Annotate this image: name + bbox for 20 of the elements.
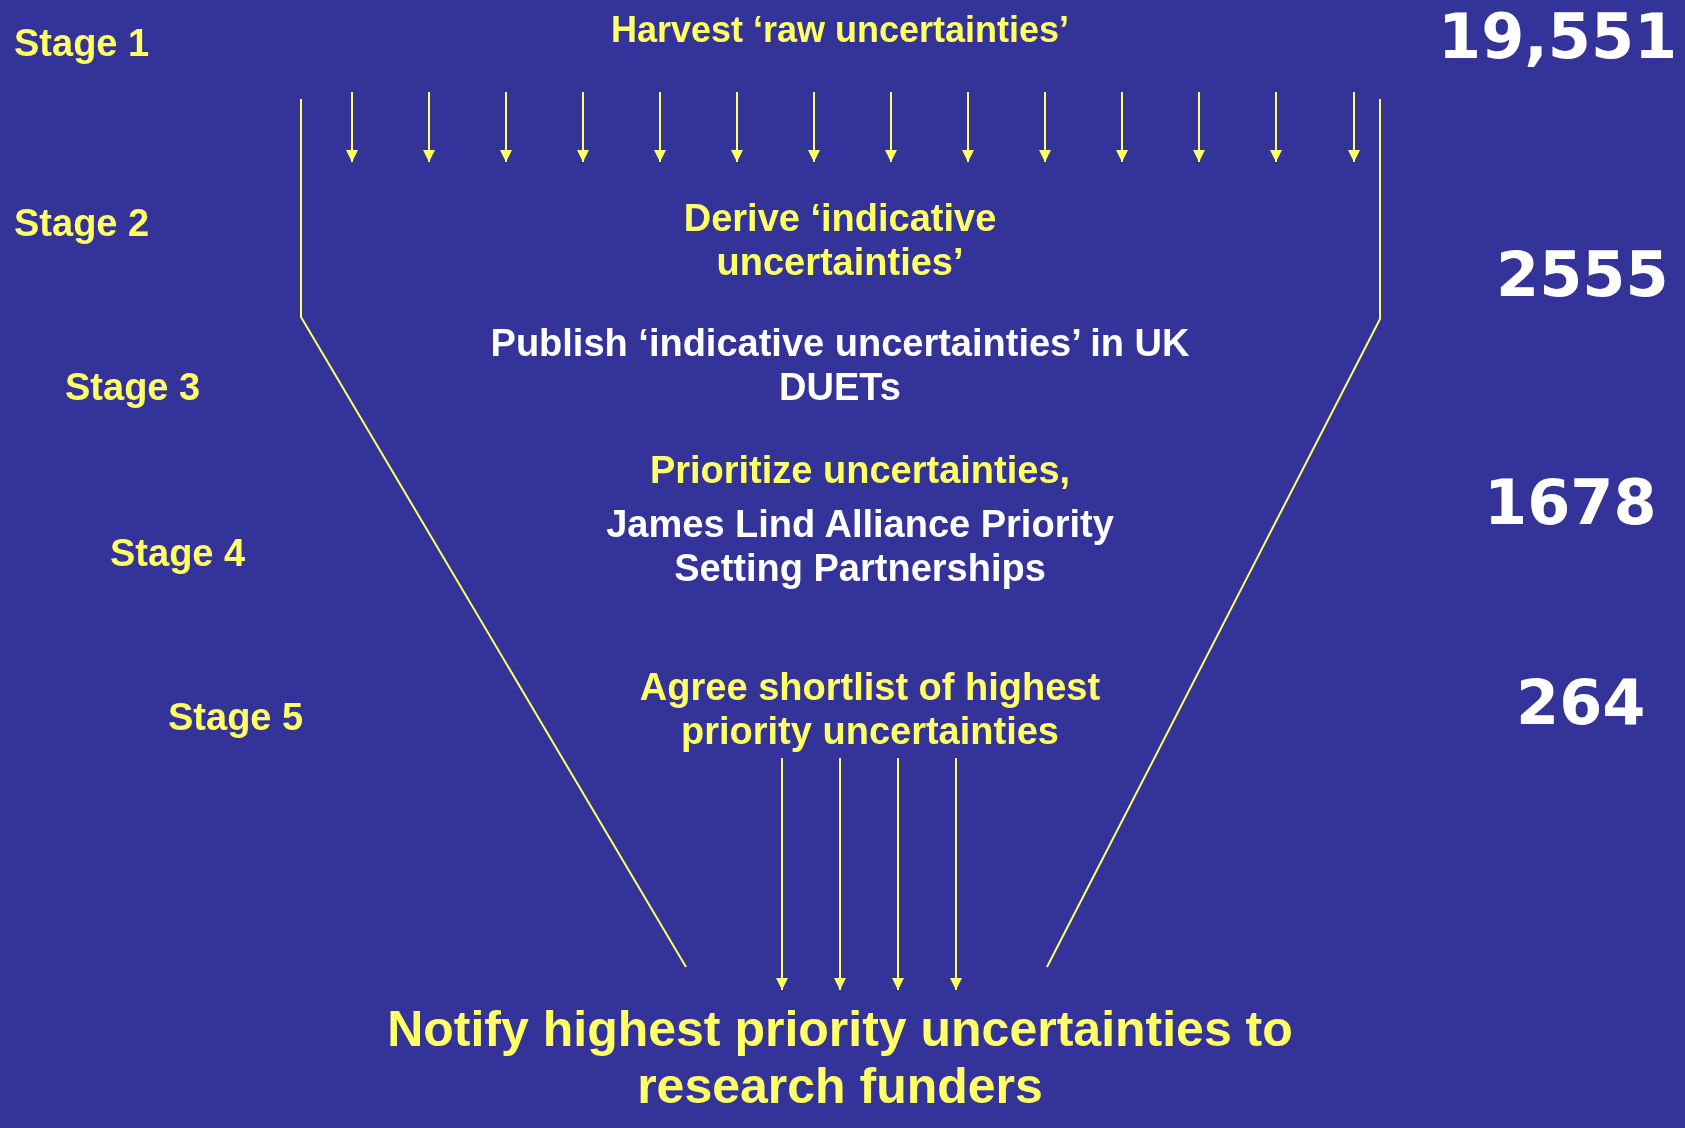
outcome-text: Notify highest priority uncertainties to research funders xyxy=(386,1000,1294,1116)
step-text: Derive ‘indicative uncertainties’ xyxy=(682,197,998,285)
arrow xyxy=(950,757,962,991)
partnership-text: James Lind Alliance Priority Setting Partnerships xyxy=(605,503,1115,591)
step-text: Agree shortlist of highest priority uncertainties xyxy=(638,666,1102,754)
count-number: 2555 xyxy=(1496,238,1669,311)
stage-label: Stage 1 xyxy=(14,22,150,65)
stage-label: Stage 2 xyxy=(14,202,150,245)
stage-label: Stage 4 xyxy=(110,532,246,575)
stage-label: Stage 3 xyxy=(65,366,201,409)
stage-label: Stage 5 xyxy=(168,696,304,739)
arrow xyxy=(892,757,904,991)
count-number: 19,551 xyxy=(1438,0,1678,73)
step-text: Harvest ‘raw uncertainties’ xyxy=(610,9,1070,51)
step-text: Prioritize uncertainties, xyxy=(649,449,1071,494)
count-number: 1678 xyxy=(1484,466,1657,539)
count-number: 264 xyxy=(1516,666,1646,739)
arrow xyxy=(834,757,846,991)
step-text: Publish ‘indicative uncertainties’ in UK DUETs xyxy=(489,322,1191,410)
arrow xyxy=(776,757,788,991)
